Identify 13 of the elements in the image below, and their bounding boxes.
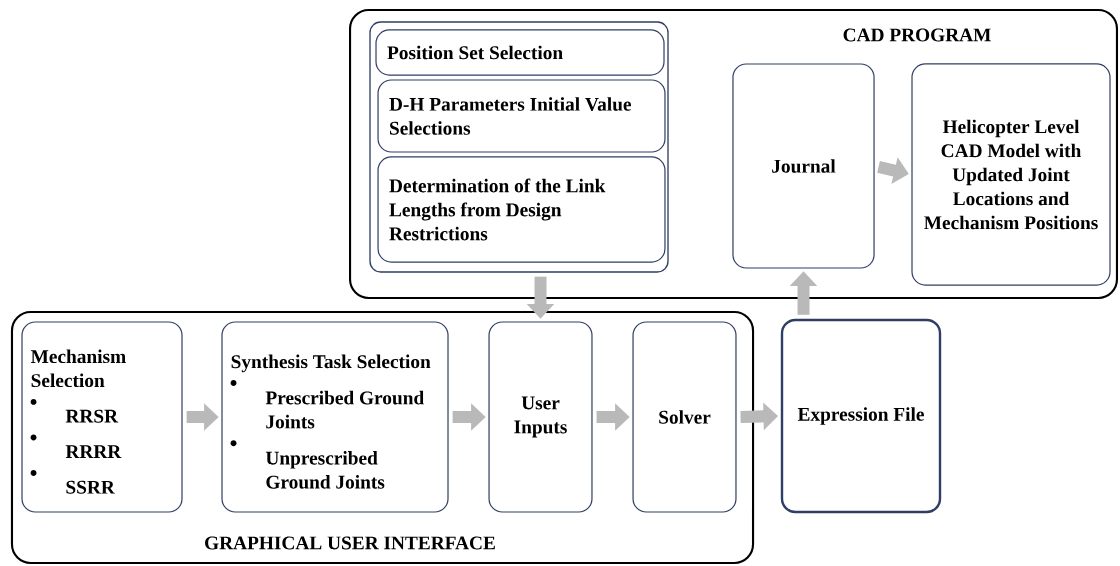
process-box: Position Set Selection [375,29,665,76]
process-box: Solver [632,321,737,513]
process-box: D-H Parameters Initial Value Selections [377,79,666,153]
process-box: Determination of the Link Lengths from Design Restrictions [377,156,666,263]
group-title: CAD PROGRAM [843,28,991,42]
process-box: Journal [732,63,875,269]
process-box: Synthesis Task Selection Prescribed Ground Joints Unprescribed Ground Joints [221,321,449,513]
group-title: GRAPHICAL USER INTERFACE [205,536,495,550]
process-box: Helicopter Level CAD Model with Updated Joint Locations and Mechanism Positions [911,63,1111,286]
group-box [369,21,669,273]
process-box: User Inputs [488,321,593,513]
process-box: Mechanism Selection RRSR RRRR SSRR [21,321,183,513]
process-box: Expression File [780,318,942,514]
